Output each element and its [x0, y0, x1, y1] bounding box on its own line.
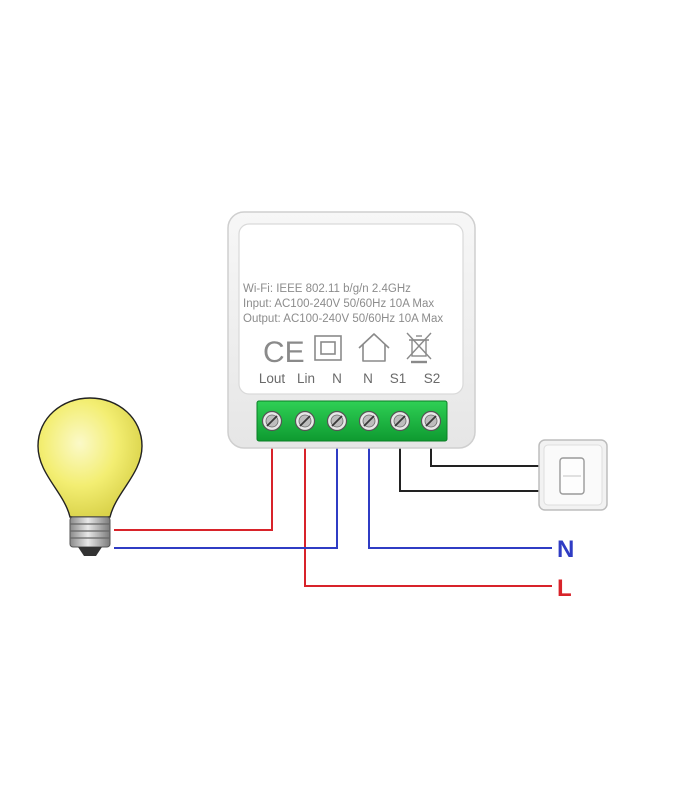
terminal-screw-2: [294, 410, 316, 432]
spec-input: Input: AC100-240V 50/60Hz 10A Max: [243, 298, 434, 310]
ce-mark-icon: CE: [263, 336, 305, 369]
wire-lout-to-bulb: [114, 423, 273, 531]
terminal-label-s1: S1: [390, 371, 407, 386]
terminal-label-lout: Lout: [259, 371, 286, 386]
terminal-block: [256, 400, 448, 442]
terminal-label-s2: S2: [424, 371, 441, 386]
bulb-base: [69, 516, 111, 548]
neutral-label: N: [557, 536, 574, 563]
module-face: [238, 223, 464, 395]
terminal-screw-4: [358, 410, 380, 432]
spec-output: Output: AC100-240V 50/60Hz 10A Max: [243, 313, 443, 325]
live-label: L: [557, 575, 572, 602]
home-icon: [358, 333, 390, 362]
wire-lin-to-live: [304, 423, 552, 587]
terminal-screw-6: [420, 410, 442, 432]
smart-switch-module: Wi-Fi: IEEE 802.11 b/g/n 2.4GHz Input: A…: [227, 211, 476, 449]
double-insulation-icon: [314, 335, 342, 361]
terminal-screw-5: [389, 410, 411, 432]
terminal-screw-3: [326, 410, 348, 432]
terminal-screw-1: [261, 410, 283, 432]
bulb-glass: [37, 397, 143, 518]
wire-n-to-bulb: [114, 423, 338, 549]
terminal-label-lin: Lin: [297, 371, 315, 386]
wire-n-to-neutral: [368, 423, 552, 549]
wall-switch: [538, 439, 608, 511]
bulb-contact: [78, 547, 102, 556]
terminal-label-n2: N: [363, 371, 373, 386]
terminal-label-n1: N: [332, 371, 342, 386]
terminal-screws: [261, 410, 442, 432]
weee-bin-icon: [406, 332, 432, 364]
light-bulb: [37, 397, 143, 556]
spec-wifi: Wi-Fi: IEEE 802.11 b/g/n 2.4GHz: [243, 283, 411, 295]
